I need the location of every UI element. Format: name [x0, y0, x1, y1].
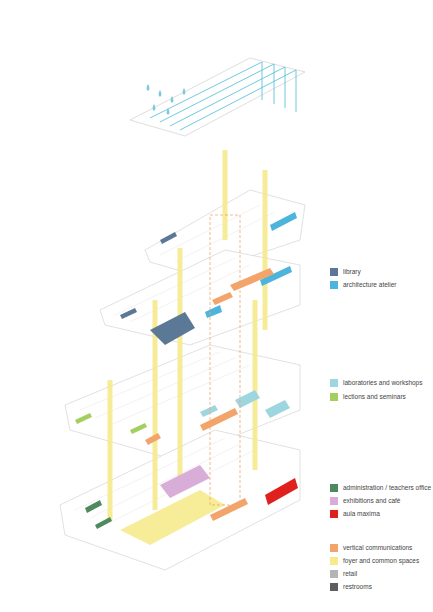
legend-item: retail [330, 570, 357, 578]
rain-drops [147, 84, 186, 115]
legend-item: library [330, 268, 361, 276]
legend-text: retail [343, 570, 357, 578]
legend-swatch [330, 497, 338, 505]
legend-item: vertical communications [330, 544, 412, 552]
legend-item: exhibitions and café [330, 497, 400, 505]
legend-item: lections and seminars [330, 393, 406, 401]
legend-text: exhibitions and café [343, 497, 400, 505]
legend-text: foyer and common spaces [343, 557, 419, 565]
foyer-shafts [110, 150, 265, 520]
legend-text: aula maxima [343, 510, 380, 518]
core-outline [210, 215, 240, 505]
floor-walls [75, 205, 275, 525]
roof-plate [130, 58, 305, 136]
floor-plates [60, 190, 305, 570]
legend-item: aula maxima [330, 510, 380, 518]
legend-item: laboratories and workshops [330, 379, 423, 387]
legend-swatch [330, 393, 338, 401]
legend-item: restrooms [330, 583, 372, 591]
legend-swatch [330, 544, 338, 552]
legend-swatch [330, 570, 338, 578]
legend-text: vertical communications [343, 544, 412, 552]
legend-item: architecture atelier [330, 281, 396, 289]
legend-item: foyer and common spaces [330, 557, 419, 565]
legend-swatch [330, 557, 338, 565]
legend-swatch [330, 268, 338, 276]
legend-item: administration / teachers office [330, 484, 431, 492]
legend-swatch [330, 379, 338, 387]
legend-text: restrooms [343, 583, 372, 591]
legend-text: lections and seminars [343, 393, 406, 401]
legend-swatch [330, 484, 338, 492]
legend-text: administration / teachers office [343, 484, 431, 492]
program-patches [75, 212, 298, 545]
legend-swatch [330, 583, 338, 591]
legend-swatch [330, 510, 338, 518]
legend-swatch [330, 281, 338, 289]
stairs [145, 268, 274, 521]
legend-text: architecture atelier [343, 281, 396, 289]
legend-text: laboratories and workshops [343, 379, 423, 387]
legend-text: library [343, 268, 361, 276]
